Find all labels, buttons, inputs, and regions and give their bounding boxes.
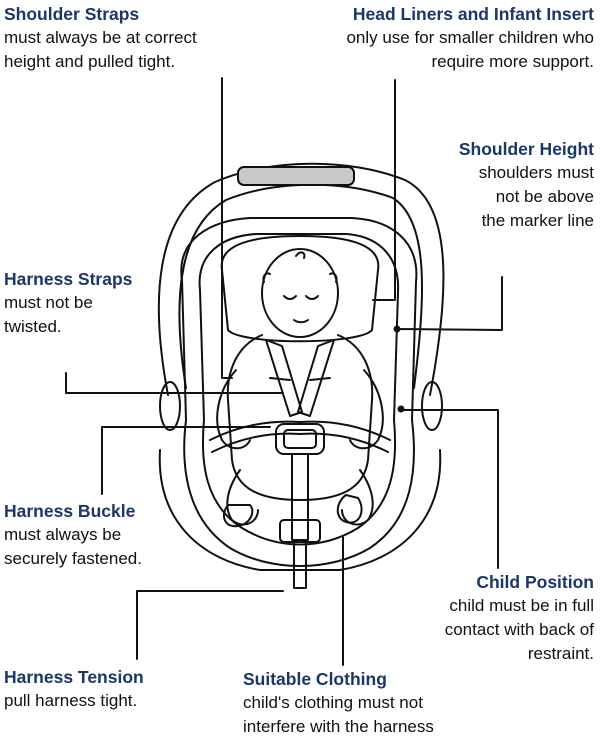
callout-shoulder-height: Shoulder Height shoulders must not be ab… — [459, 137, 594, 233]
callout-harness-tension: Harness Tension pull harness tight. — [4, 665, 144, 713]
crotch-strap — [292, 454, 308, 540]
baby-head — [262, 249, 338, 337]
callout-desc: only use for smaller children who requir… — [346, 26, 594, 74]
callout-shoulder-straps: Shoulder Straps must always be at correc… — [4, 2, 197, 74]
callout-title: Head Liners and Infant Insert — [346, 2, 594, 26]
callout-title: Shoulder Straps — [4, 2, 197, 26]
leader-shoulder-height — [397, 277, 502, 330]
callout-head-liners: Head Liners and Infant Insert only use f… — [346, 2, 594, 74]
callout-desc: child must be in full contact with back … — [445, 594, 594, 666]
callout-title: Suitable Clothing — [243, 667, 434, 691]
baby-torso — [228, 335, 372, 500]
callout-suitable-clothing: Suitable Clothing child's clothing must … — [243, 667, 434, 739]
callout-title: Harness Straps — [4, 267, 132, 291]
leader-harness-straps — [66, 373, 283, 393]
baby-foot-right — [338, 495, 362, 523]
callout-title: Harness Buckle — [4, 499, 142, 523]
callout-desc: must always be securely fastened. — [4, 523, 142, 571]
leader-child-position — [401, 410, 498, 568]
callout-desc: child's clothing must not interfere with… — [243, 691, 434, 739]
leader-head-liners — [373, 80, 395, 300]
callout-child-position: Child Position child must be in full con… — [445, 570, 594, 666]
callout-desc: pull harness tight. — [4, 689, 144, 713]
callout-harness-buckle: Harness Buckle must always be securely f… — [4, 499, 142, 571]
callout-desc: must always be at correct height and pul… — [4, 26, 197, 74]
callout-title: Shoulder Height — [459, 137, 594, 161]
callout-desc: must not be twisted. — [4, 291, 132, 339]
callout-title: Child Position — [445, 570, 594, 594]
harness-adjuster — [280, 520, 320, 542]
handle-grip-band — [238, 167, 354, 185]
callout-desc: shoulders must not be above the marker l… — [459, 161, 594, 233]
callout-title: Harness Tension — [4, 665, 144, 689]
callout-harness-straps: Harness Straps must not be twisted. — [4, 267, 132, 339]
leader-harness-buckle — [102, 427, 270, 494]
leader-harness-tension — [137, 591, 283, 659]
